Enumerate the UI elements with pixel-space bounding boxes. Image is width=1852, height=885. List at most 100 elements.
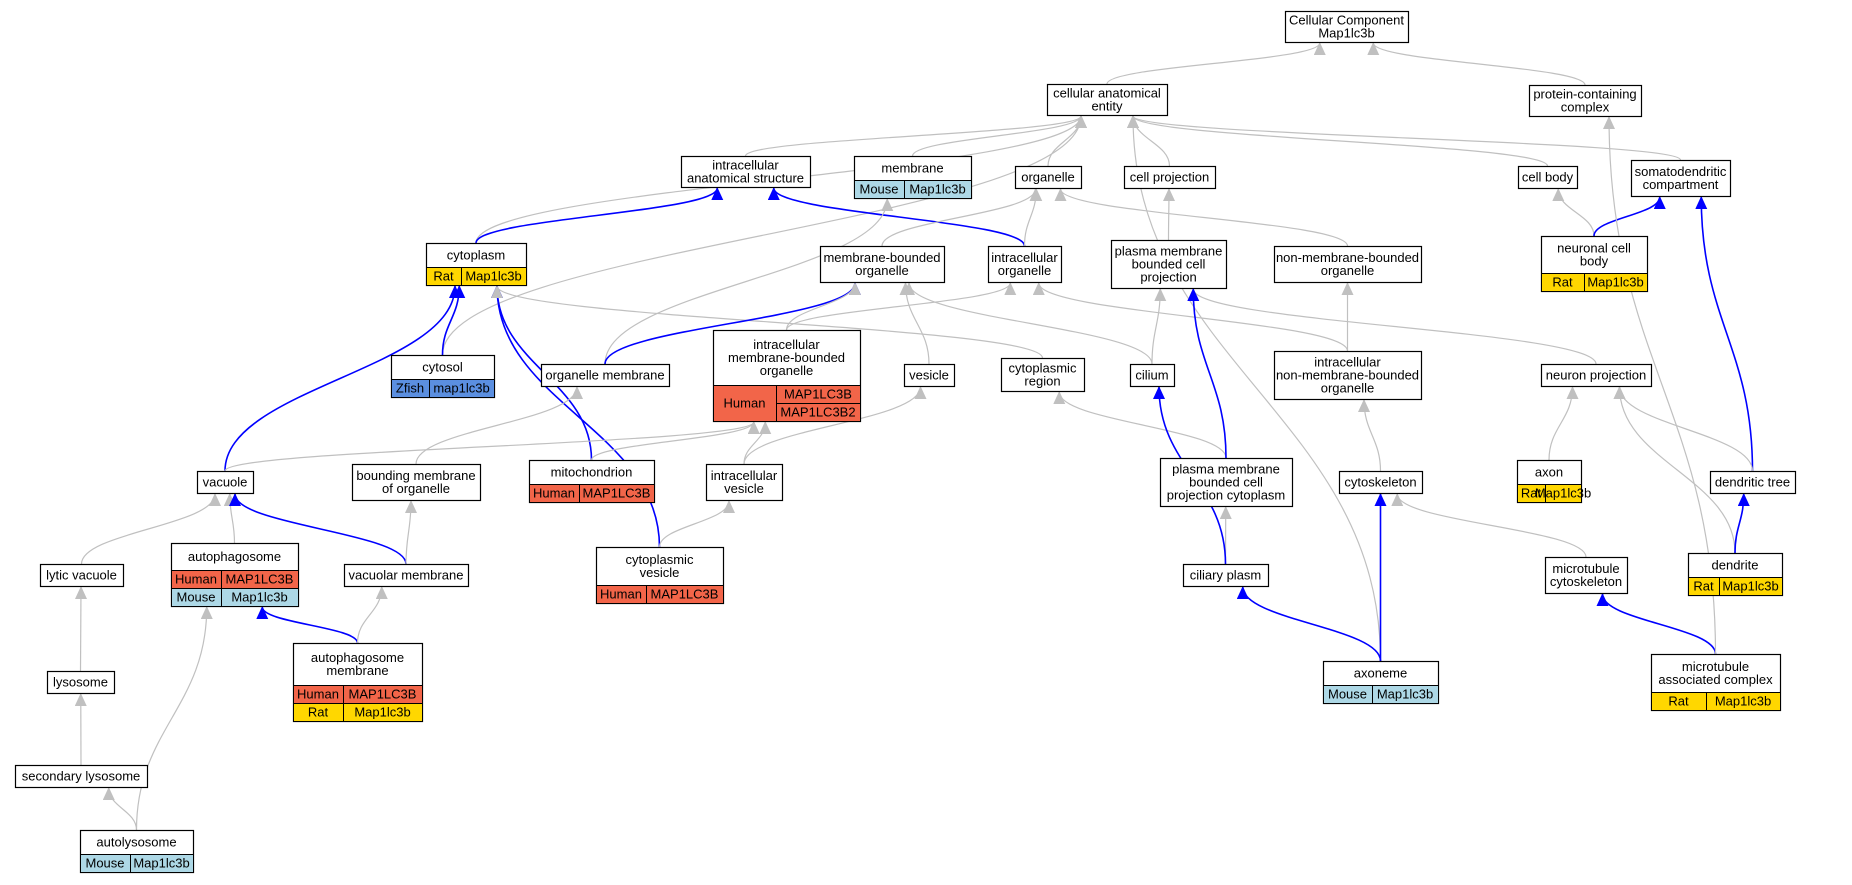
- gene-label: map1lc3b: [433, 381, 489, 396]
- part-of-edge-om-to-mbo: [604, 282, 861, 365]
- is-a-edge-mtcyto-to-cytoskel: [1391, 493, 1587, 558]
- term-label: bounded cell: [1132, 257, 1206, 272]
- is-a-edge-inmbo-to-io: [1032, 282, 1349, 352]
- term-box: [1517, 165, 1579, 190]
- is-a-edge-vesicle-to-mbo: [899, 282, 930, 365]
- term-label: cytoplasm: [447, 248, 506, 263]
- term-label: intracellular: [712, 158, 779, 173]
- gene-label: Map1lc3b: [133, 856, 189, 871]
- is-a-edge-ncb-to-cellbody: [1552, 188, 1595, 237]
- term-node-ciliary-plasm[interactable]: ciliary plasm: [1182, 563, 1270, 588]
- gene-label: Map1lc3b: [231, 590, 287, 605]
- term-label: organelle: [1021, 170, 1075, 185]
- gene-cell: [461, 267, 527, 286]
- term-label: dendrite: [1712, 558, 1759, 573]
- term-box: [705, 463, 784, 502]
- term-node-lytic-vacuole[interactable]: lytic vacuole: [39, 563, 125, 588]
- term-node-vacuolar-membrane[interactable]: vacuolar membrane: [343, 563, 470, 588]
- term-label: ciliary plasm: [1190, 568, 1262, 583]
- term-label: membrane-bounded: [728, 350, 845, 365]
- term-node-cilium[interactable]: cilium: [1129, 363, 1176, 388]
- gene-label: Map1lc3b: [1715, 694, 1771, 709]
- term-node-organelle-membrane[interactable]: organelle membrane: [540, 363, 671, 388]
- term-label: membrane: [881, 161, 943, 176]
- is-a-edge-bmo-to-om: [415, 386, 583, 465]
- term-node-cytoskeleton[interactable]: cytoskeleton: [1338, 470, 1424, 495]
- term-box: [14, 764, 149, 789]
- term-label: body: [1580, 254, 1609, 269]
- term-label: cilium: [1135, 368, 1168, 383]
- term-label: of organelle: [382, 481, 450, 496]
- term-label: organelle: [855, 263, 909, 278]
- term-label: neuron projection: [1546, 368, 1646, 383]
- term-node-vesicle[interactable]: vesicle: [903, 363, 956, 388]
- gene-cell: [221, 588, 299, 607]
- is-a-edge-cytosol-to-cae: [441, 115, 1087, 356]
- gene-cell: [1372, 685, 1439, 704]
- term-box: [1159, 457, 1294, 508]
- part-of-edge-cves-to-cytoplasm: [491, 285, 661, 548]
- term-node-dendritic-tree[interactable]: dendritic tree: [1709, 470, 1797, 495]
- term-label: bounded cell: [1189, 475, 1263, 490]
- term-label: anatomical structure: [687, 171, 804, 186]
- part-of-edge-pmbcpc-to-pmbcp: [1187, 288, 1227, 459]
- is-a-edge-vacmem-to-bmo: [404, 500, 417, 565]
- species-label: Rat: [1668, 694, 1689, 709]
- species-label: Zfish: [396, 381, 424, 396]
- term-box: [540, 363, 671, 388]
- term-node-organelle[interactable]: organelle: [1014, 165, 1083, 190]
- term-node-secondary-lysosome[interactable]: secondary lysosome: [14, 764, 149, 789]
- term-label: cell body: [1522, 170, 1574, 185]
- is-a-edge-imbo-to-io: [785, 282, 1017, 331]
- term-node-intracellular-membrane-bounded-organelle[interactable]: intracellularmembrane-boundedorganelleHu…: [712, 329, 862, 423]
- gene-label: MAP1LC3B: [226, 572, 294, 587]
- term-node-cell-projection[interactable]: cell projection: [1123, 165, 1217, 190]
- term-node-cell-body[interactable]: cell body: [1517, 165, 1579, 190]
- term-box: [680, 155, 812, 189]
- species-cell: [713, 385, 777, 422]
- term-label: protein-containing: [1533, 87, 1636, 102]
- gene-cell: [130, 854, 194, 873]
- term-node-neuron-projection[interactable]: neuron projection: [1540, 363, 1653, 388]
- term-box: [1014, 165, 1083, 190]
- term-node-lysosome[interactable]: lysosome: [46, 670, 116, 695]
- is-a-edge-membrane-to-cae: [911, 115, 1087, 157]
- term-node-intracellular-non-membrane-bounded-organelle[interactable]: intracellularnon-membrane-boundedorganel…: [1273, 350, 1423, 401]
- term-label: plasma membrane: [1172, 462, 1280, 477]
- term-label: Map1lc3b: [1318, 26, 1374, 41]
- term-node-vacuole[interactable]: vacuole: [196, 470, 255, 495]
- is-a-edge-lysosome-to-lvac: [74, 586, 87, 672]
- term-label: vacuole: [203, 475, 248, 490]
- part-of-edge-vacmem-to-vacuole: [229, 493, 407, 565]
- term-label: microtubule: [1552, 561, 1619, 576]
- gene-label: Map1lc3b: [1587, 275, 1643, 290]
- gene-cell: [646, 585, 724, 604]
